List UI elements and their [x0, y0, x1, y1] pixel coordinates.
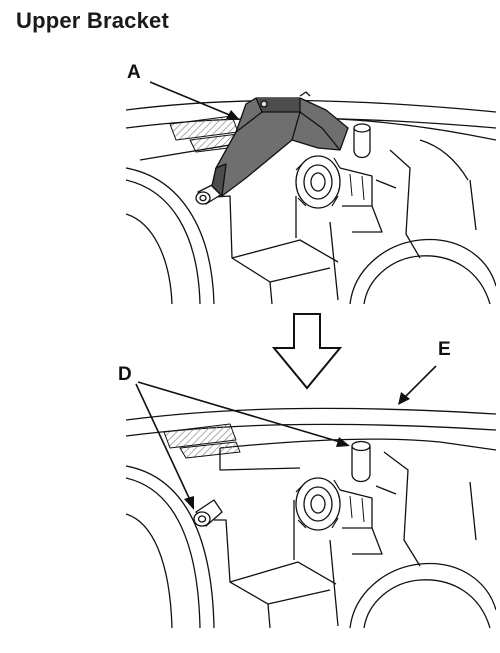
- down-arrow-icon: [271, 313, 343, 390]
- after-view: [126, 407, 496, 628]
- adjuster-socket: [295, 155, 383, 233]
- callout-e-label: E: [438, 339, 451, 360]
- callout-a-label: A: [127, 62, 141, 83]
- adjuster-socket-after: [295, 477, 383, 555]
- top-pin: [353, 123, 371, 159]
- pin-left: [193, 499, 223, 527]
- callout-e: E: [398, 339, 451, 405]
- upper-bracket: [211, 91, 349, 197]
- page-title: Upper Bracket: [16, 8, 169, 33]
- callout-a: A: [127, 62, 240, 120]
- pin-right: [351, 440, 371, 483]
- callout-d: D: [118, 364, 350, 510]
- callout-d-label: D: [118, 364, 132, 385]
